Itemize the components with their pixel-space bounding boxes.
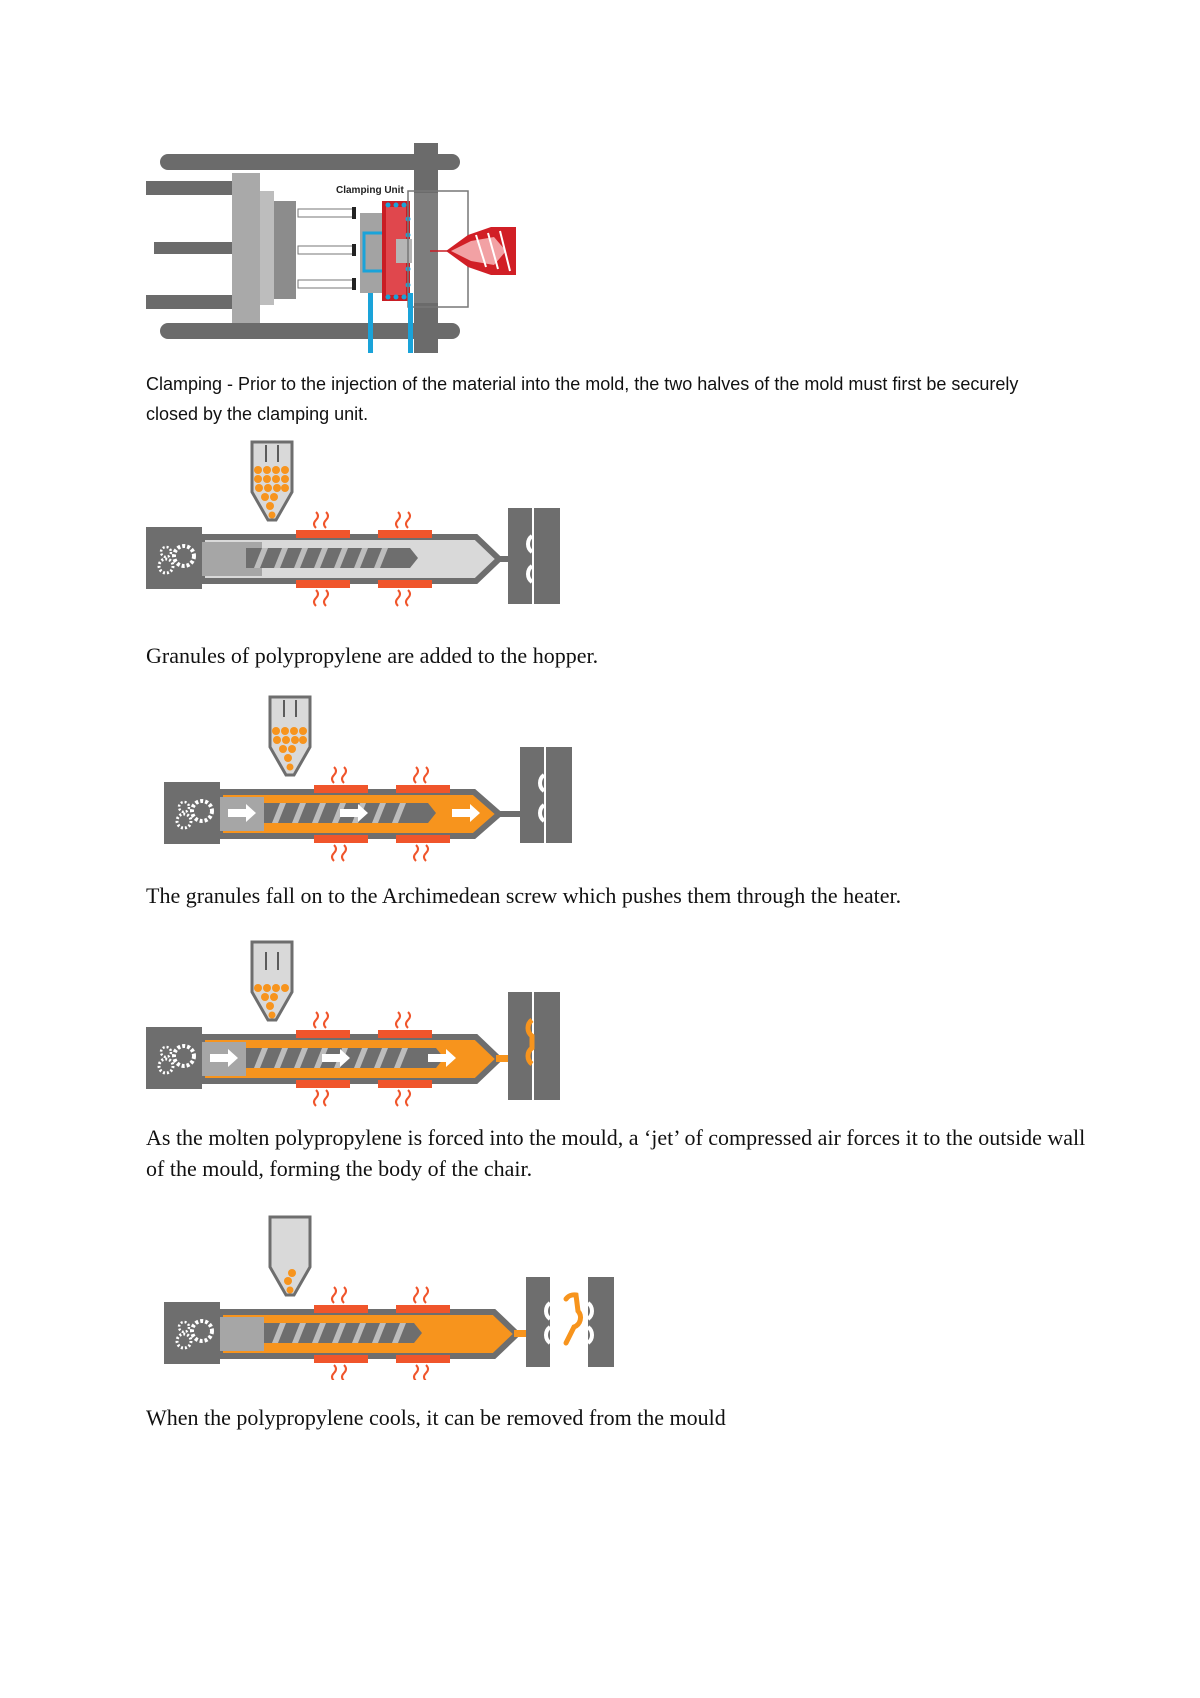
archimedean-screw-diagram [164, 695, 572, 862]
caption-jet: As the molten polypropylene is forced in… [146, 1125, 1086, 1181]
caption-granules: Granules of polypropylene are added to t… [146, 643, 599, 668]
clamping-unit-diagram: Clamping Unit [146, 143, 516, 353]
mould-removal-diagram [164, 1215, 614, 1380]
caption-screw: The granules fall on to the Archimedean … [146, 883, 902, 908]
granules-hopper-diagram [146, 440, 560, 607]
caption-cool: When the polypropylene cools, it can be … [146, 1405, 726, 1430]
clamping-unit-label: Clamping Unit [336, 185, 404, 196]
caption-clamping: Clamping - Prior to the injection of the… [146, 374, 1019, 424]
injection-mould-diagram [146, 940, 560, 1107]
